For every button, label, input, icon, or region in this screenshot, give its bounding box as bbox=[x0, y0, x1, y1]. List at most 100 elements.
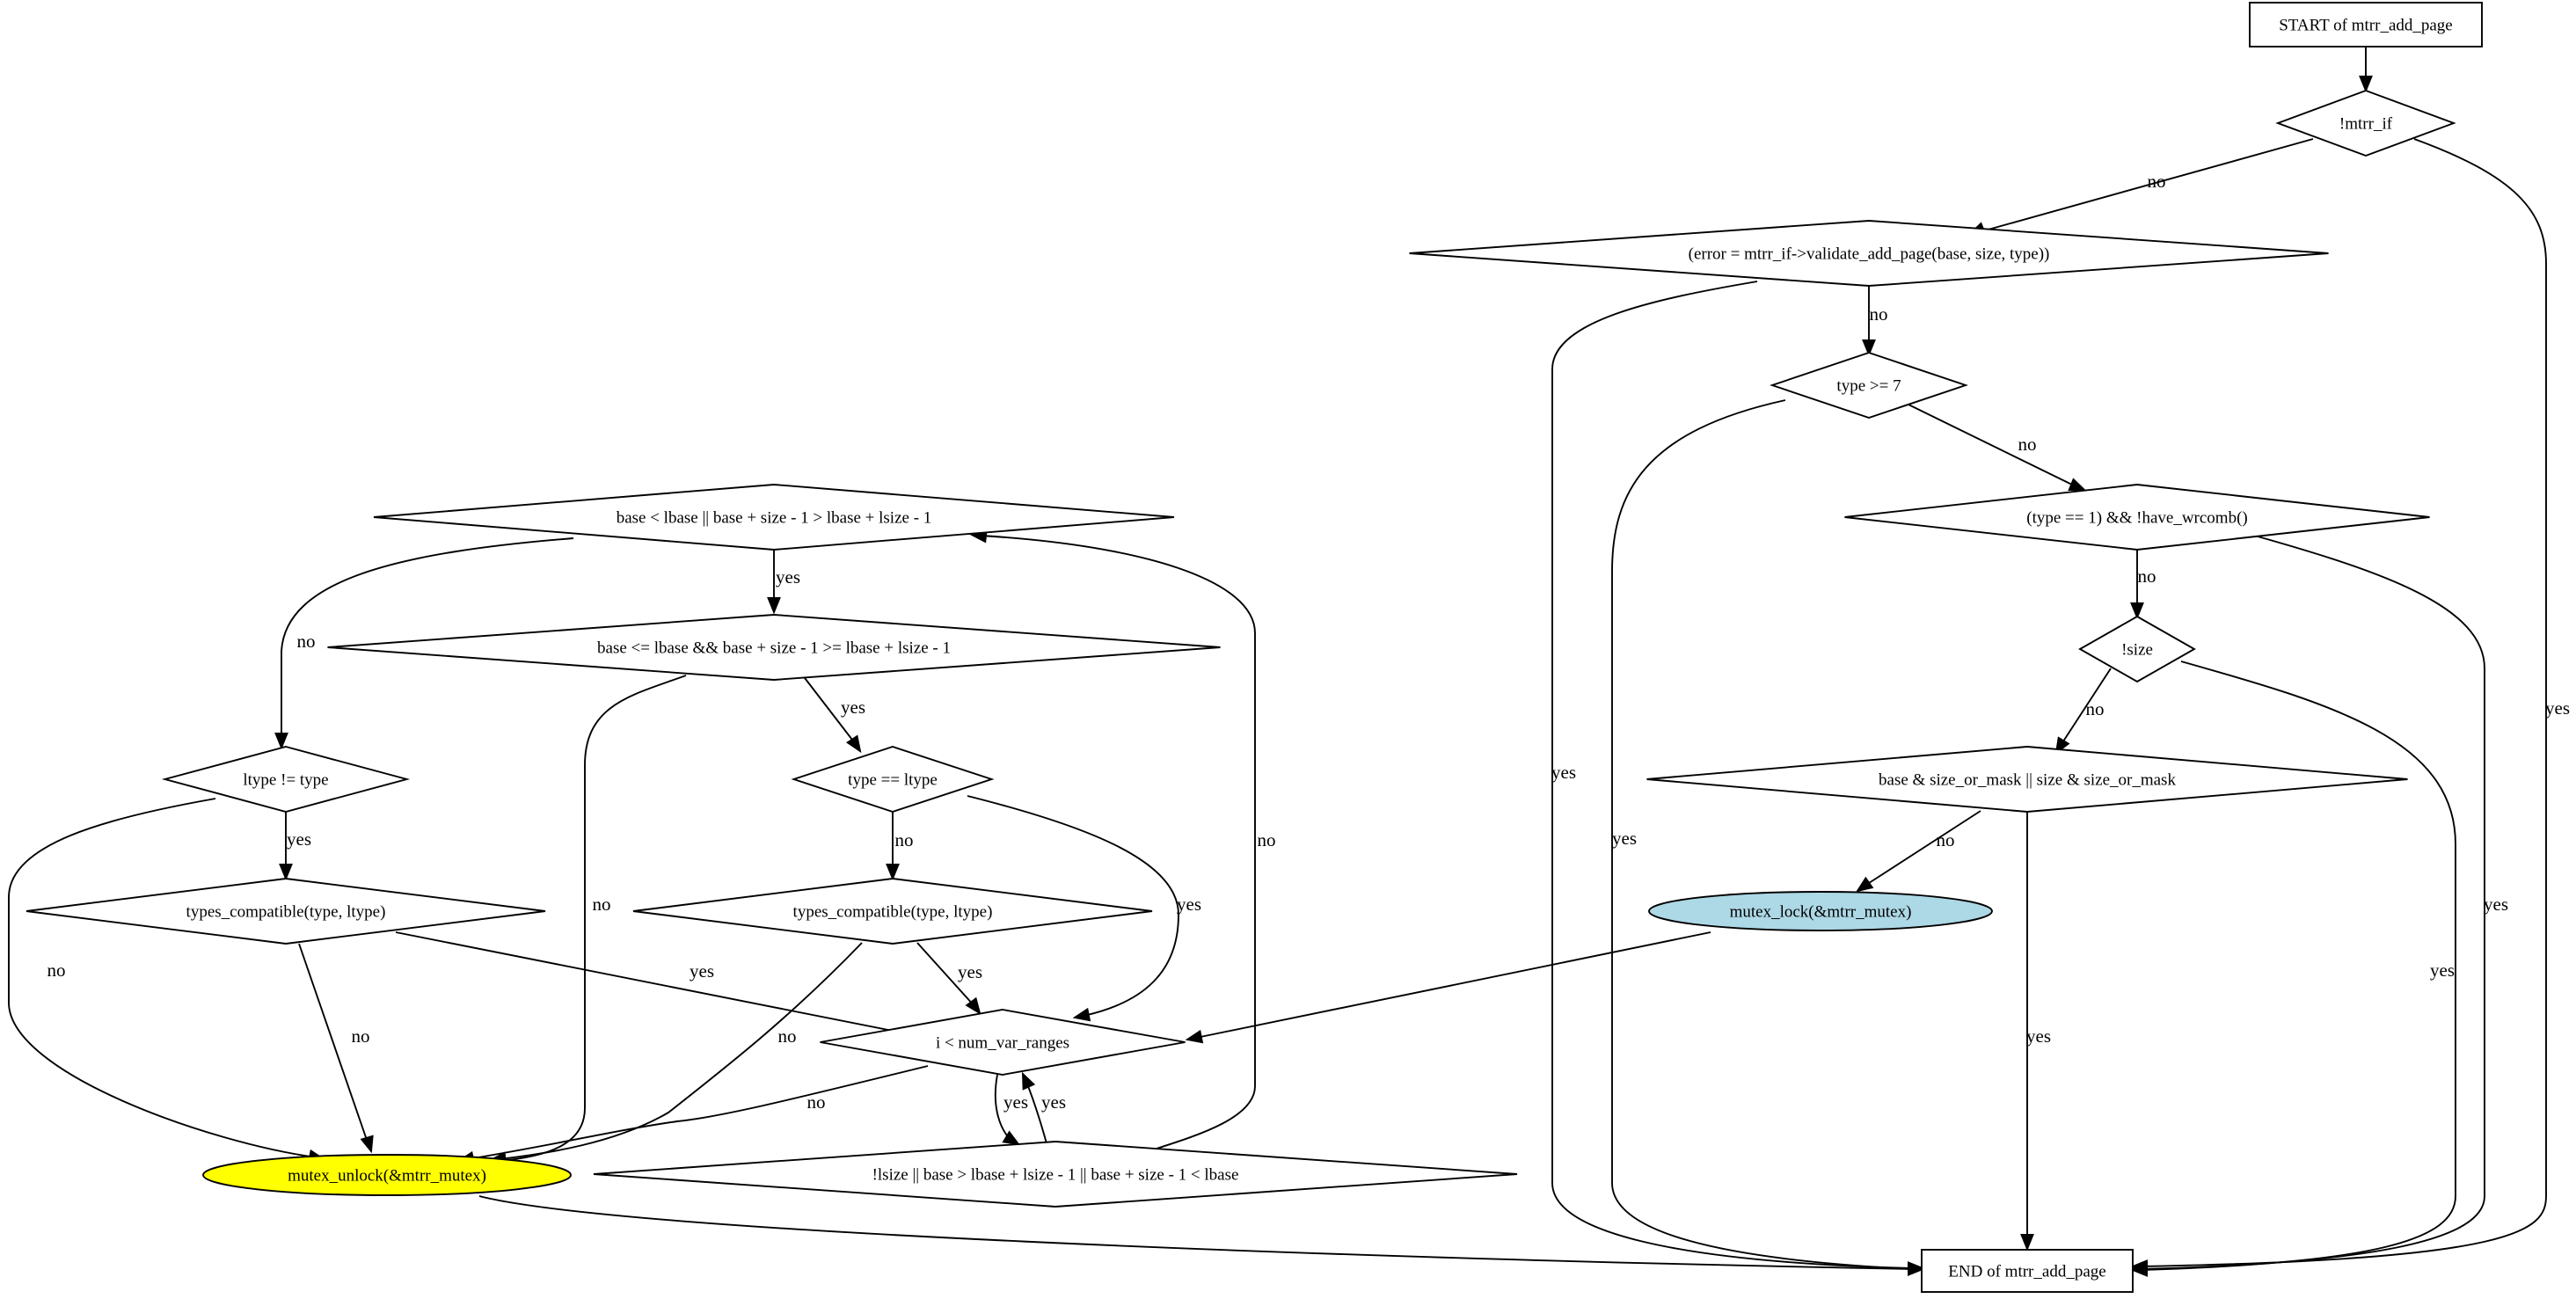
arrowhead bbox=[846, 734, 862, 754]
edge-not_size-to-end bbox=[2130, 660, 2456, 1277]
edge-label-no: no bbox=[778, 1025, 797, 1047]
node-label: base < lbase || base + size - 1 > lbase … bbox=[617, 509, 932, 528]
node-label: types_compatible(type, ltype) bbox=[793, 903, 993, 922]
edge-line bbox=[1865, 810, 1981, 886]
edge-label-no: no bbox=[2148, 171, 2166, 192]
node-label: (type == 1) && !have_wrcomb() bbox=[2026, 509, 2247, 528]
arrowhead bbox=[279, 864, 293, 881]
edge-lock-to-loop bbox=[1185, 931, 1711, 1044]
edge-line bbox=[8, 798, 317, 1158]
edge-label-no: no bbox=[895, 829, 914, 850]
edge-loop-to-unlock bbox=[456, 1065, 929, 1165]
arrowhead bbox=[360, 1135, 374, 1154]
edge-label-no: no bbox=[1258, 829, 1276, 850]
edge-line bbox=[499, 675, 687, 1162]
diamond-shape bbox=[1770, 351, 1968, 420]
edge-compat2-to-loop bbox=[916, 942, 982, 1016]
edge-mask-to-end bbox=[2020, 812, 2034, 1252]
edge-line bbox=[395, 931, 920, 1037]
edge-not_mtrr_if-to-validate bbox=[1967, 138, 2314, 236]
edge-label-yes: yes bbox=[958, 961, 982, 982]
edge-compat1-to-unlock bbox=[298, 943, 374, 1154]
edge-overlap2-to-type_eq bbox=[801, 674, 862, 754]
edge-line bbox=[916, 942, 975, 1007]
edge-labels-layer: no yes no yes no yes no yes no yes no yes yes no yes no… bbox=[47, 171, 2571, 1113]
arrowhead bbox=[1862, 339, 1876, 357]
edge-line bbox=[801, 674, 856, 744]
diamond-shape bbox=[1844, 484, 2430, 551]
edge-label-no: no bbox=[2086, 698, 2105, 719]
edge-label-no: no bbox=[297, 631, 316, 652]
edge-label-yes: yes bbox=[287, 828, 311, 850]
edge-type_ge7-to-end bbox=[1611, 399, 1925, 1276]
edge-line bbox=[2140, 534, 2485, 1270]
arrowhead bbox=[274, 733, 288, 750]
edge-label-no: no bbox=[1937, 829, 1955, 850]
box-shape bbox=[2249, 2, 2483, 47]
edge-line bbox=[1611, 399, 1915, 1270]
diamond-shape bbox=[327, 614, 1221, 681]
edge-label-no: no bbox=[1870, 303, 1888, 325]
arrowhead bbox=[2020, 1234, 2034, 1252]
diamond-shape bbox=[161, 746, 411, 813]
arrowhead bbox=[886, 864, 900, 881]
edge-type_eq-to-loop bbox=[967, 795, 1179, 1022]
node-not-mtrr-if: !mtrr_if bbox=[2275, 89, 2456, 157]
node-lock: mutex_lock(&mtrr_mutex) bbox=[1648, 891, 1993, 931]
node-compat1: types_compatible(type, ltype) bbox=[26, 878, 546, 945]
edge-label-yes: yes bbox=[2026, 1025, 2051, 1047]
edge-start-to-not_mtrr_if bbox=[2359, 47, 2373, 93]
diamond-shape bbox=[820, 1009, 1186, 1076]
arrowhead bbox=[1072, 1007, 1091, 1022]
edge-unlock-to-end bbox=[478, 1195, 1925, 1276]
arrowhead bbox=[2359, 76, 2373, 93]
edge-line bbox=[478, 1195, 1915, 1270]
node-end: END of mtrr_add_page bbox=[1921, 1249, 2134, 1293]
arrowhead bbox=[1185, 1029, 1204, 1044]
edge-label-no: no bbox=[352, 1025, 370, 1047]
arrowhead bbox=[767, 597, 781, 615]
edge-line bbox=[2140, 138, 2547, 1267]
nodes-layer: START of mtrr_add_page!mtrr_if(error = m… bbox=[26, 2, 2483, 1293]
node-label: type >= 7 bbox=[1836, 377, 1901, 396]
edge-validate-to-type_ge7 bbox=[1862, 286, 1876, 357]
edge-line bbox=[980, 535, 1256, 1149]
edge-compat1-to-loop bbox=[395, 931, 930, 1042]
edge-label-yes: yes bbox=[1551, 762, 1576, 783]
edge-line bbox=[281, 537, 574, 739]
node-label: START of mtrr_add_page bbox=[2279, 17, 2453, 35]
edge-label-yes: yes bbox=[1041, 1091, 1066, 1113]
diamond-shape bbox=[1409, 220, 2329, 287]
node-mask: base & size_or_mask || size & size_or_ma… bbox=[1646, 746, 2408, 813]
edge-line bbox=[2061, 668, 2112, 745]
node-ltype-ne: ltype != type bbox=[161, 746, 411, 813]
edge-label-yes: yes bbox=[776, 566, 800, 587]
node-wrcomb: (type == 1) && !have_wrcomb() bbox=[1844, 484, 2430, 551]
node-label: !mtrr_if bbox=[2339, 115, 2393, 134]
arrowhead bbox=[1021, 1071, 1036, 1091]
edge-label-yes: yes bbox=[2545, 697, 2570, 719]
node-compat2: types_compatible(type, ltype) bbox=[632, 878, 1153, 945]
edge-label-yes: yes bbox=[1612, 828, 1637, 849]
node-type-ge7: type >= 7 bbox=[1770, 351, 1968, 420]
box-shape bbox=[1921, 1249, 2134, 1293]
edge-line bbox=[1195, 931, 1711, 1039]
edge-line bbox=[1908, 404, 2076, 487]
ellipse-shape bbox=[202, 1154, 572, 1196]
edge-overlap2-to-unlock bbox=[488, 675, 687, 1168]
edge-type_ge7-to-wrcomb bbox=[1908, 404, 2087, 492]
node-label: type == ltype bbox=[848, 771, 938, 790]
diamond-shape bbox=[1646, 746, 2408, 813]
edge-label-yes: yes bbox=[2430, 960, 2455, 981]
node-label: base & size_or_mask || size & size_or_ma… bbox=[1879, 771, 2176, 790]
edge-line bbox=[2140, 660, 2456, 1271]
arrowhead bbox=[1855, 876, 1874, 893]
node-label: i < num_var_ranges bbox=[936, 1034, 1069, 1053]
node-label: mutex_unlock(&mtrr_mutex) bbox=[288, 1167, 486, 1186]
node-label: base <= lbase && base + size - 1 >= lbas… bbox=[597, 639, 951, 658]
edge-type_eq-to-compat2 bbox=[886, 812, 900, 881]
arrowhead bbox=[2130, 602, 2144, 620]
node-label: ltype != type bbox=[243, 771, 328, 790]
edge-label-yes: yes bbox=[2484, 894, 2508, 915]
